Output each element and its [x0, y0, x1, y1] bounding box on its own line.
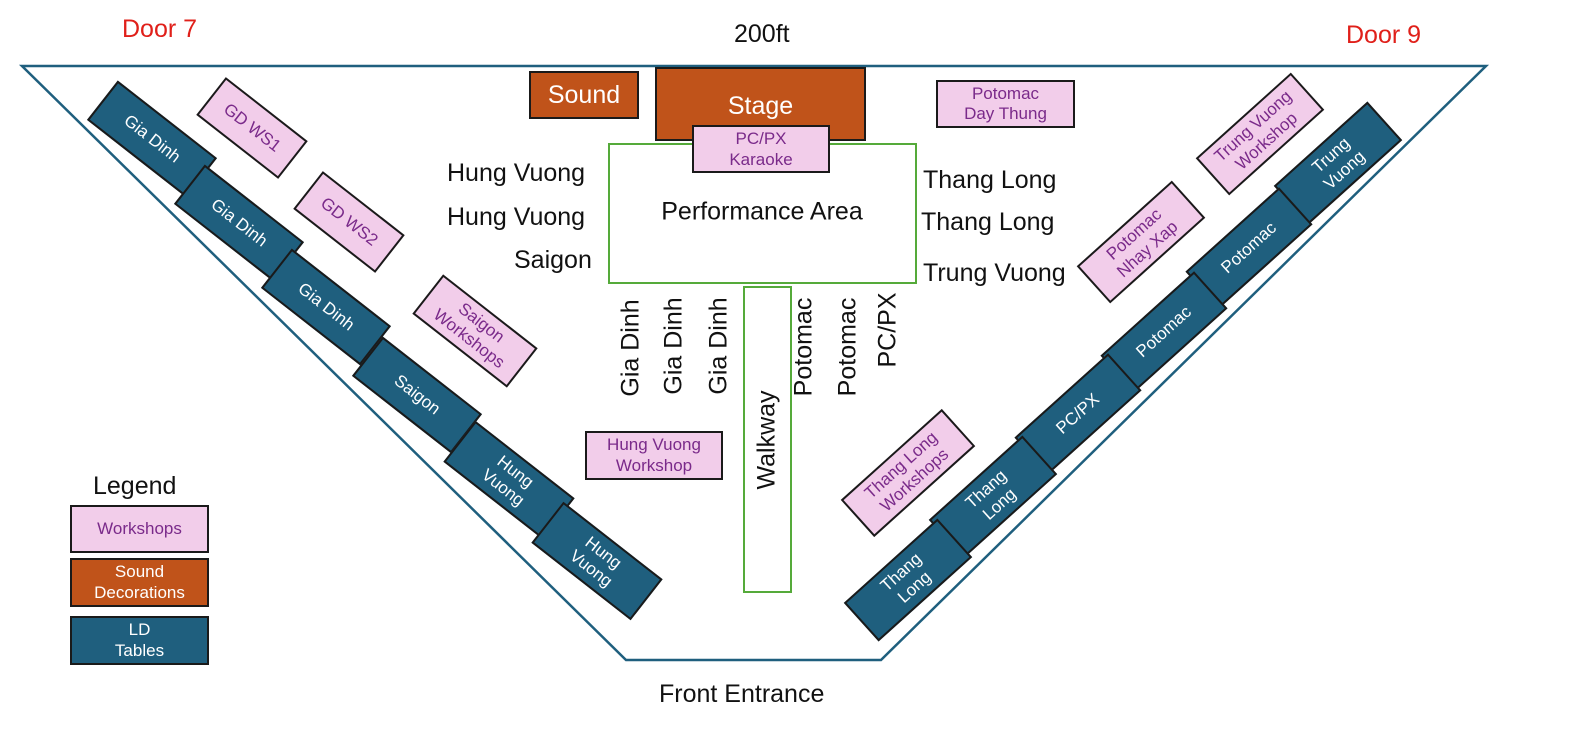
- stage-label: Stage: [727, 92, 794, 120]
- workshop-potomac-day-thung-line2: Day Thung: [964, 104, 1047, 123]
- below-label-5: Potomac: [833, 297, 862, 397]
- side-label-right-3: Trung Vuong: [923, 259, 1066, 287]
- karaoke-line2: Karaoke: [729, 150, 793, 169]
- side-label-left-1: Hung Vuong: [447, 159, 586, 187]
- workshop-hung-vuong-line2: Workshop: [615, 455, 693, 475]
- sound-area: Sound: [529, 71, 639, 119]
- legend-workshops: Workshops: [70, 505, 209, 553]
- width-label: 200ft: [734, 20, 790, 48]
- below-label-3: Gia Dinh: [704, 297, 733, 395]
- karaoke-box: PC/PX Karaoke: [692, 125, 830, 173]
- walkway-label: Walkway: [752, 390, 781, 490]
- legend-sound-line2: Decorations: [94, 582, 185, 602]
- workshop-hung-vuong-line1: Hung Vuong: [607, 435, 701, 455]
- legend-ld-line1: LD: [128, 620, 151, 640]
- workshop-potomac-day-thung: Potomac Day Thung: [936, 80, 1075, 128]
- legend-title: Legend: [93, 472, 177, 500]
- legend-ld-tables: LD Tables: [70, 616, 209, 665]
- legend-ld-line2: Tables: [114, 640, 165, 660]
- side-label-right-1: Thang Long: [923, 166, 1057, 194]
- stage: Stage: [655, 67, 866, 141]
- sound-area-label: Sound: [547, 81, 621, 109]
- below-label-1: Gia Dinh: [616, 299, 645, 397]
- door-7-label: Door 7: [122, 15, 198, 43]
- side-label-right-2: Thang Long: [921, 208, 1055, 236]
- below-label-2: Gia Dinh: [659, 297, 688, 395]
- legend-sound: Sound Decorations: [70, 558, 209, 607]
- below-label-6: PC/PX: [873, 292, 902, 368]
- ld-table-left-4-line1: Saigon: [390, 370, 445, 419]
- door-9-label: Door 9: [1346, 21, 1422, 49]
- workshop-potomac-day-thung-line1: Potomac: [971, 83, 1040, 103]
- ld-table-right-4-line1: PC/PX: [1052, 389, 1103, 438]
- below-label-4: Potomac: [789, 297, 818, 397]
- front-entrance-label: Front Entrance: [659, 680, 825, 708]
- workshop-hung-vuong: Hung Vuong Workshop: [585, 431, 723, 480]
- side-label-left-3: Saigon: [514, 246, 592, 274]
- legend-workshops-label: Workshops: [97, 518, 182, 538]
- performance-area-label: Performance Area: [661, 197, 863, 226]
- side-label-left-2: Hung Vuong: [447, 203, 586, 231]
- karaoke-line1: PC/PX: [735, 128, 787, 148]
- legend-sound-line1: Sound: [114, 562, 165, 582]
- walkway: [743, 286, 792, 593]
